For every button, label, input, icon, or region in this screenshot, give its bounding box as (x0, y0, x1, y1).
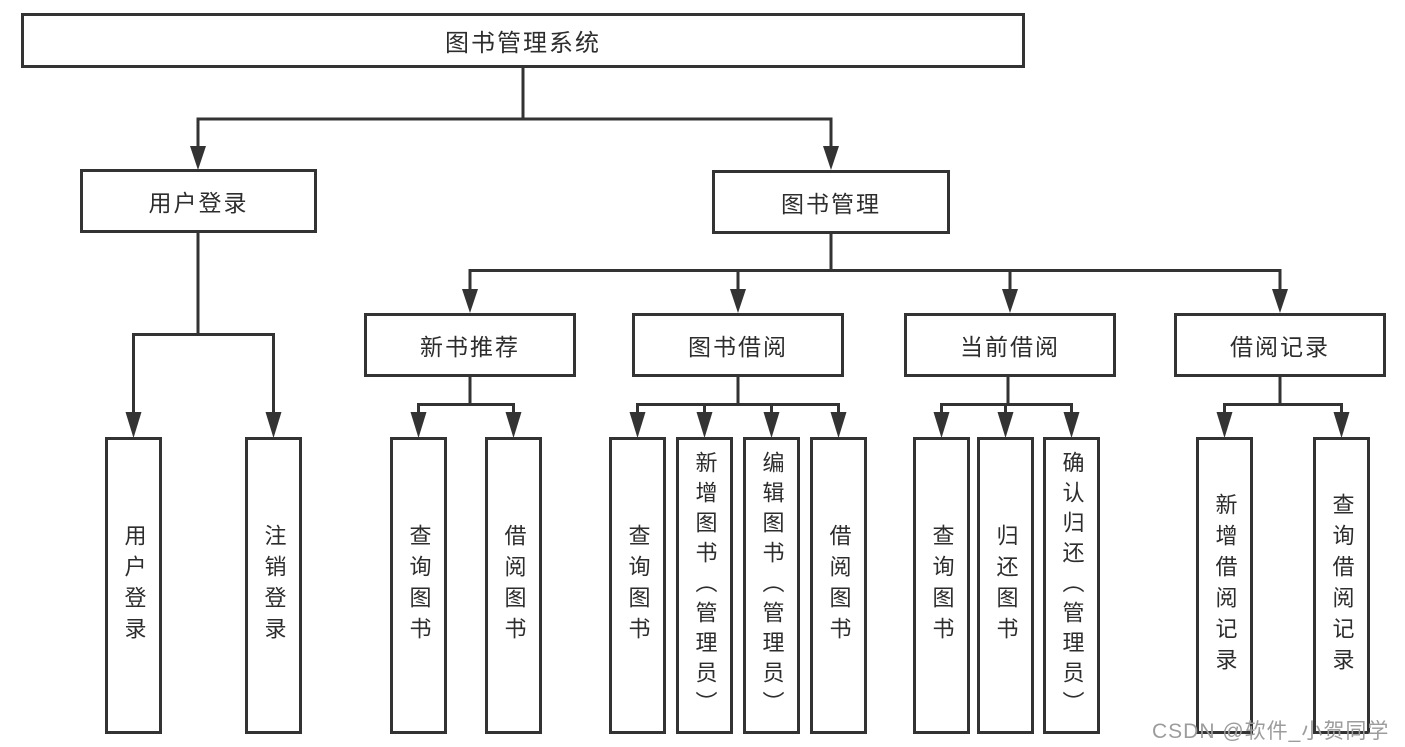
leaf-query-books-1: 查询图书 (390, 437, 447, 734)
leaf-confirm-return-admin-label: 确认归还（管理员） (1059, 450, 1085, 721)
leaf-add-book-admin-label: 新增图书（管理员） (692, 450, 718, 721)
node-library-system-label: 图书管理系统 (445, 30, 601, 57)
leaf-logout-label: 注销登录 (261, 523, 287, 648)
leaf-logout: 注销登录 (245, 437, 302, 734)
node-user-login: 用户登录 (80, 169, 317, 233)
leaf-user-login: 用户登录 (105, 437, 162, 734)
leaf-add-borrow-record: 新增借阅记录 (1196, 437, 1253, 734)
node-library-system: 图书管理系统 (21, 13, 1025, 68)
node-book-borrowing: 图书借阅 (632, 313, 844, 377)
arrowhead-icons (125, 146, 1350, 438)
leaf-return-book: 归还图书 (977, 437, 1034, 734)
node-book-management: 图书管理 (712, 170, 950, 234)
leaf-query-books-3-label: 查询图书 (929, 523, 955, 648)
leaf-query-books-1-label: 查询图书 (406, 523, 432, 648)
leaf-edit-book-admin: 编辑图书（管理员） (743, 437, 800, 734)
node-book-management-label: 图书管理 (781, 191, 881, 217)
node-new-book-recommend-label: 新书推荐 (420, 334, 520, 360)
leaf-return-book-label: 归还图书 (993, 523, 1019, 648)
node-user-login-label: 用户登录 (148, 190, 249, 216)
leaf-borrow-books-2-label: 借阅图书 (826, 523, 852, 648)
leaf-borrow-books-1-label: 借阅图书 (501, 523, 527, 648)
leaf-confirm-return-admin: 确认归还（管理员） (1043, 437, 1100, 734)
csdn-watermark: CSDN @软件_小贺同学 (1152, 720, 1390, 743)
leaf-add-book-admin: 新增图书（管理员） (676, 437, 733, 734)
node-new-book-recommend: 新书推荐 (364, 313, 576, 377)
leaf-query-books-2-label: 查询图书 (625, 523, 651, 648)
node-borrowing-records-label: 借阅记录 (1230, 334, 1330, 360)
leaf-edit-book-admin-label: 编辑图书（管理员） (759, 450, 785, 721)
node-current-borrowing: 当前借阅 (904, 313, 1116, 377)
leaf-borrow-books-1: 借阅图书 (485, 437, 542, 734)
leaf-borrow-books-2: 借阅图书 (810, 437, 867, 734)
leaf-user-login-label: 用户登录 (121, 523, 147, 648)
node-current-borrowing-label: 当前借阅 (960, 334, 1060, 360)
node-book-borrowing-label: 图书借阅 (688, 334, 788, 360)
leaf-query-borrow-record-label: 查询借阅记录 (1329, 492, 1355, 679)
leaf-query-borrow-record: 查询借阅记录 (1313, 437, 1370, 734)
leaf-query-books-2: 查询图书 (609, 437, 666, 734)
node-borrowing-records: 借阅记录 (1174, 313, 1386, 377)
leaf-add-borrow-record-label: 新增借阅记录 (1212, 492, 1238, 679)
leaf-query-books-3: 查询图书 (913, 437, 970, 734)
